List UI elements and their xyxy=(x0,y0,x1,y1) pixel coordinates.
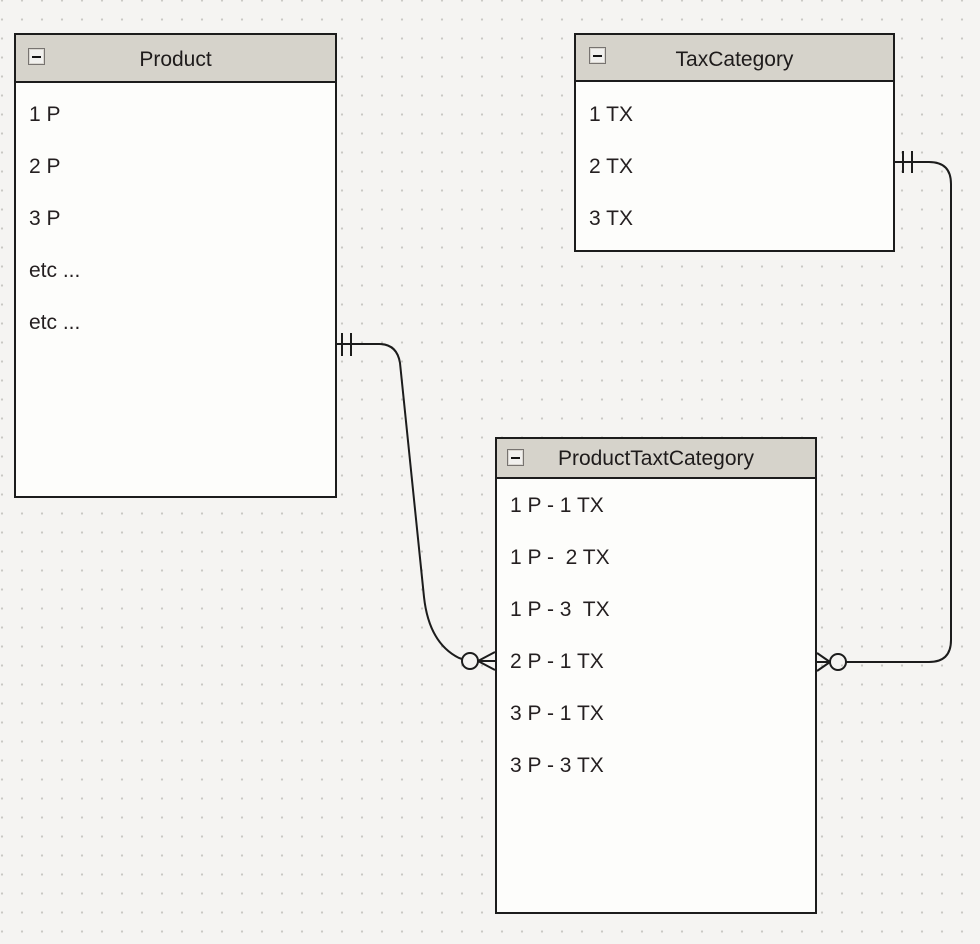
zero-cardinality-circle xyxy=(829,653,847,671)
entity-row[interactable]: 3 TX xyxy=(589,207,633,230)
entity-row[interactable]: etc ... xyxy=(29,259,81,282)
entity-taxcategory-header[interactable]: TaxCategory xyxy=(576,35,893,82)
entity-row[interactable]: 2 P xyxy=(29,155,61,178)
entity-product-rows: 1 P 2 P 3 P etc ... etc ... xyxy=(16,83,335,349)
one-and-only-one-marks xyxy=(902,151,913,173)
entity-title: ProductTaxtCategory xyxy=(557,447,755,470)
collapse-button[interactable] xyxy=(28,48,45,65)
relationship-line[interactable] xyxy=(337,343,463,660)
entity-row[interactable]: 3 P - 3 TX xyxy=(510,754,604,777)
entity-row[interactable]: 1 P - 3 TX xyxy=(510,598,610,621)
entity-taxcategory[interactable]: TaxCategory 1 TX 2 TX 3 TX xyxy=(574,33,895,252)
entity-title: Product xyxy=(139,48,212,71)
entity-row[interactable]: 1 TX xyxy=(589,103,633,126)
one-and-only-one-marks xyxy=(341,333,352,356)
entity-row[interactable]: 2 P - 1 TX xyxy=(510,650,604,673)
entity-row[interactable]: 1 P - 2 TX xyxy=(510,546,610,569)
entity-product-header[interactable]: Product xyxy=(16,35,335,83)
minus-icon xyxy=(593,54,602,57)
crow-foot-many-marker xyxy=(816,652,831,672)
collapse-button[interactable] xyxy=(507,449,524,466)
entity-row[interactable]: 1 P - 1 TX xyxy=(510,494,604,517)
entity-row[interactable]: 3 P xyxy=(29,207,61,230)
collapse-button[interactable] xyxy=(589,47,606,64)
entity-row[interactable]: 3 P - 1 TX xyxy=(510,702,604,725)
entity-row[interactable]: 1 P xyxy=(29,103,61,126)
entity-producttaxtcategory-rows: 1 P - 1 TX 1 P - 2 TX 1 P - 3 TX 2 P - 1… xyxy=(497,479,815,792)
entity-title: TaxCategory xyxy=(675,47,794,71)
relationship-product-to-producttaxtcategory xyxy=(337,333,496,671)
entity-producttaxtcategory[interactable]: ProductTaxtCategory 1 P - 1 TX 1 P - 2 T… xyxy=(495,437,817,914)
entity-row[interactable]: 2 TX xyxy=(589,155,633,178)
entity-producttaxtcategory-header[interactable]: ProductTaxtCategory xyxy=(497,439,815,479)
entity-product[interactable]: Product 1 P 2 P 3 P etc ... etc ... xyxy=(14,33,337,498)
crow-foot-many-marker xyxy=(477,651,496,671)
minus-icon xyxy=(511,456,520,459)
minus-icon xyxy=(32,55,41,58)
zero-cardinality-circle xyxy=(461,652,479,670)
entity-taxcategory-rows: 1 TX 2 TX 3 TX xyxy=(576,82,893,245)
entity-row[interactable]: etc ... xyxy=(29,311,81,334)
